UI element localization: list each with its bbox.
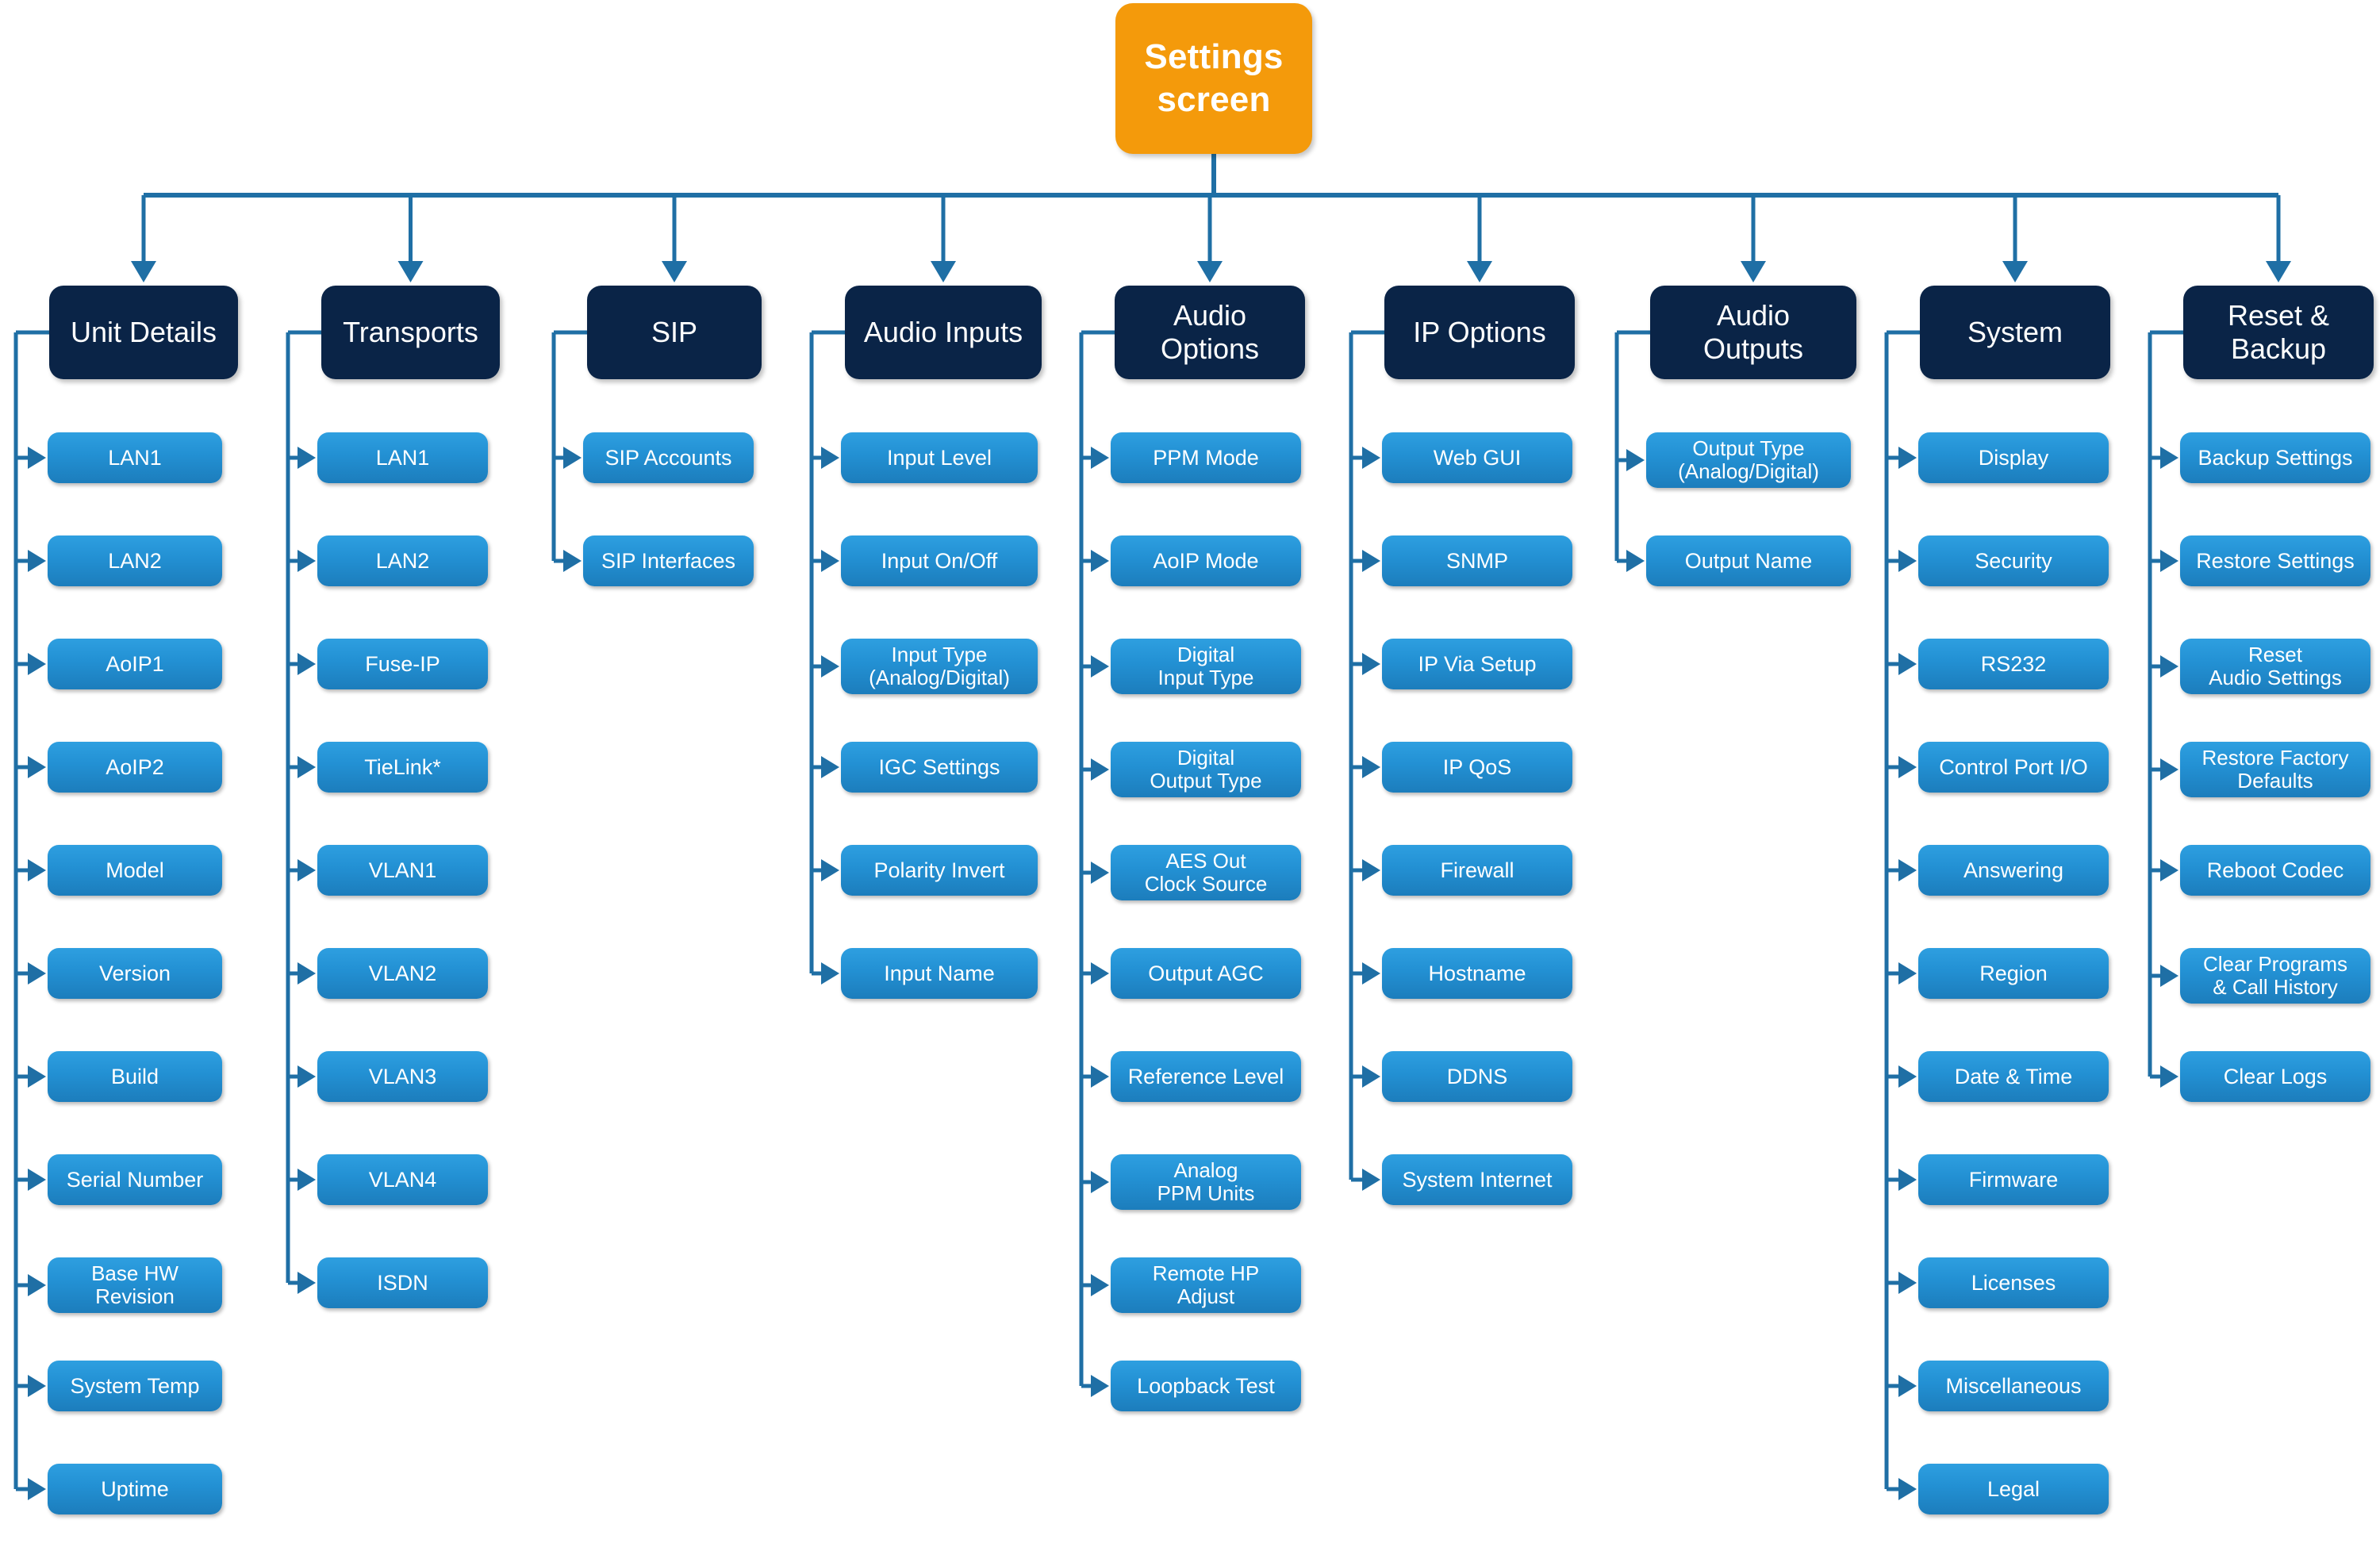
- menu-item-reset_backup-restore-factory-defaults[interactable]: Restore Factory Defaults: [2180, 742, 2370, 797]
- menu-item-unit_details-aoip1[interactable]: AoIP1: [48, 639, 222, 689]
- menu-item-transports-lan1[interactable]: LAN1: [317, 432, 488, 483]
- menu-item-ip_options-web-gui[interactable]: Web GUI: [1382, 432, 1572, 483]
- menu-item-unit_details-model[interactable]: Model: [48, 845, 222, 896]
- menu-item-ip_options-system-internet[interactable]: System Internet: [1382, 1154, 1572, 1205]
- menu-item-ip_options-ip-qos[interactable]: IP QoS: [1382, 742, 1572, 793]
- menu-item-system-legal[interactable]: Legal: [1918, 1464, 2109, 1514]
- menu-item-transports-vlan1[interactable]: VLAN1: [317, 845, 488, 896]
- menu-item-audio_options-analog-ppm-units[interactable]: Analog PPM Units: [1111, 1154, 1301, 1210]
- menu-item-sip-sip-accounts[interactable]: SIP Accounts: [583, 432, 754, 483]
- menu-item-unit_details-base-hw-revision[interactable]: Base HW Revision: [48, 1257, 222, 1313]
- menu-item-audio_options-aes-out-clock-source[interactable]: AES Out Clock Source: [1111, 845, 1301, 900]
- menu-item-audio_options-aoip-mode[interactable]: AoIP Mode: [1111, 536, 1301, 586]
- column-header-sip[interactable]: SIP: [587, 286, 762, 379]
- menu-item-reset_backup-clear-logs[interactable]: Clear Logs: [2180, 1051, 2370, 1102]
- column-header-audio_outputs[interactable]: Audio Outputs: [1650, 286, 1856, 379]
- menu-item-system-licenses[interactable]: Licenses: [1918, 1257, 2109, 1308]
- column-header-reset_backup[interactable]: Reset & Backup: [2183, 286, 2374, 379]
- column-header-unit_details[interactable]: Unit Details: [49, 286, 238, 379]
- menu-item-transports-vlan4[interactable]: VLAN4: [317, 1154, 488, 1205]
- menu-item-reset_backup-reset-audio-settings[interactable]: Reset Audio Settings: [2180, 639, 2370, 694]
- menu-item-system-date-time[interactable]: Date & Time: [1918, 1051, 2109, 1102]
- menu-item-transports-vlan3[interactable]: VLAN3: [317, 1051, 488, 1102]
- menu-item-reset_backup-backup-settings[interactable]: Backup Settings: [2180, 432, 2370, 483]
- menu-item-transports-fuse-ip[interactable]: Fuse-IP: [317, 639, 488, 689]
- menu-item-reset_backup-clear-programs-call-history[interactable]: Clear Programs & Call History: [2180, 948, 2370, 1004]
- menu-item-system-display[interactable]: Display: [1918, 432, 2109, 483]
- column-header-audio_options[interactable]: Audio Options: [1115, 286, 1305, 379]
- column-header-audio_inputs[interactable]: Audio Inputs: [845, 286, 1042, 379]
- menu-item-ip_options-ddns[interactable]: DDNS: [1382, 1051, 1572, 1102]
- menu-item-unit_details-system-temp[interactable]: System Temp: [48, 1361, 222, 1411]
- menu-item-system-region[interactable]: Region: [1918, 948, 2109, 999]
- column-header-system[interactable]: System: [1920, 286, 2110, 379]
- menu-item-audio_inputs-input-level[interactable]: Input Level: [841, 432, 1038, 483]
- menu-item-unit_details-build[interactable]: Build: [48, 1051, 222, 1102]
- menu-item-system-control-port-i-o[interactable]: Control Port I/O: [1918, 742, 2109, 793]
- menu-item-sip-sip-interfaces[interactable]: SIP Interfaces: [583, 536, 754, 586]
- menu-item-audio_inputs-input-type-analog-digital[interactable]: Input Type (Analog/Digital): [841, 639, 1038, 694]
- menu-item-audio_options-reference-level[interactable]: Reference Level: [1111, 1051, 1301, 1102]
- menu-item-system-miscellaneous[interactable]: Miscellaneous: [1918, 1361, 2109, 1411]
- menu-item-audio_options-digital-output-type[interactable]: Digital Output Type: [1111, 742, 1301, 797]
- menu-item-audio_inputs-polarity-invert[interactable]: Polarity Invert: [841, 845, 1038, 896]
- column-header-ip_options[interactable]: IP Options: [1384, 286, 1575, 379]
- menu-item-audio_inputs-input-name[interactable]: Input Name: [841, 948, 1038, 999]
- menu-item-unit_details-version[interactable]: Version: [48, 948, 222, 999]
- menu-item-unit_details-aoip2[interactable]: AoIP2: [48, 742, 222, 793]
- menu-item-unit_details-lan1[interactable]: LAN1: [48, 432, 222, 483]
- menu-item-audio_options-digital-input-type[interactable]: Digital Input Type: [1111, 639, 1301, 694]
- menu-item-reset_backup-reboot-codec[interactable]: Reboot Codec: [2180, 845, 2370, 896]
- menu-item-system-security[interactable]: Security: [1918, 536, 2109, 586]
- menu-item-ip_options-snmp[interactable]: SNMP: [1382, 536, 1572, 586]
- menu-item-transports-vlan2[interactable]: VLAN2: [317, 948, 488, 999]
- column-header-transports[interactable]: Transports: [321, 286, 500, 379]
- menu-item-ip_options-hostname[interactable]: Hostname: [1382, 948, 1572, 999]
- menu-item-audio_outputs-output-type-analog-digital[interactable]: Output Type (Analog/Digital): [1646, 432, 1851, 488]
- menu-item-transports-tielink[interactable]: TieLink*: [317, 742, 488, 793]
- menu-item-audio_options-output-agc[interactable]: Output AGC: [1111, 948, 1301, 999]
- menu-item-audio_options-loopback-test[interactable]: Loopback Test: [1111, 1361, 1301, 1411]
- menu-item-system-firmware[interactable]: Firmware: [1918, 1154, 2109, 1205]
- menu-item-system-rs232[interactable]: RS232: [1918, 639, 2109, 689]
- menu-item-audio_inputs-igc-settings[interactable]: IGC Settings: [841, 742, 1038, 793]
- root-node-settings-screen[interactable]: Settings screen: [1115, 3, 1312, 154]
- menu-item-audio_options-remote-hp-adjust[interactable]: Remote HP Adjust: [1111, 1257, 1301, 1313]
- menu-item-ip_options-firewall[interactable]: Firewall: [1382, 845, 1572, 896]
- menu-item-audio_inputs-input-on-off[interactable]: Input On/Off: [841, 536, 1038, 586]
- menu-item-system-answering[interactable]: Answering: [1918, 845, 2109, 896]
- menu-item-transports-lan2[interactable]: LAN2: [317, 536, 488, 586]
- menu-item-ip_options-ip-via-setup[interactable]: IP Via Setup: [1382, 639, 1572, 689]
- menu-item-unit_details-uptime[interactable]: Uptime: [48, 1464, 222, 1514]
- menu-item-audio_options-ppm-mode[interactable]: PPM Mode: [1111, 432, 1301, 483]
- menu-item-reset_backup-restore-settings[interactable]: Restore Settings: [2180, 536, 2370, 586]
- menu-item-transports-isdn[interactable]: ISDN: [317, 1257, 488, 1308]
- menu-item-audio_outputs-output-name[interactable]: Output Name: [1646, 536, 1851, 586]
- menu-item-unit_details-lan2[interactable]: LAN2: [48, 536, 222, 586]
- menu-item-unit_details-serial-number[interactable]: Serial Number: [48, 1154, 222, 1205]
